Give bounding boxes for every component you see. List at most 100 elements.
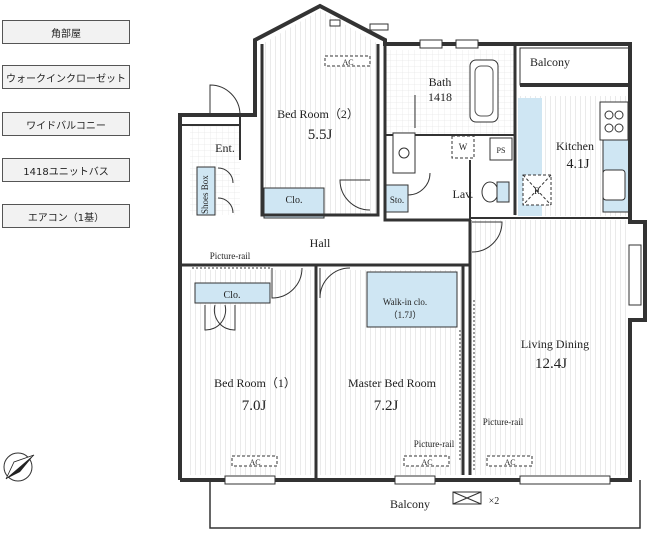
ac-unit-bedroom2 (324, 55, 371, 67)
shoes-box-doors (217, 167, 234, 214)
bedroom1-door-swing (271, 267, 303, 299)
toilet-tank (496, 181, 510, 203)
window-living-bay (628, 244, 642, 306)
storage-door-swing (407, 172, 431, 196)
pipe-space-label: PS (497, 146, 506, 155)
ac-label-master: AC (421, 458, 432, 467)
balcony-top-outline (519, 47, 631, 86)
exterior-wall-right (180, 85, 647, 482)
ac-label-bedroom1: AC (249, 458, 260, 467)
window-bath-2 (455, 39, 479, 49)
room-labels: Bed Room（2） 5.5J Bath 1418 Balcony Kitch… (200, 55, 594, 511)
window-master (394, 475, 436, 485)
master-door-swing (319, 267, 351, 299)
door-swings (204, 84, 503, 331)
window-bath-1 (419, 39, 443, 49)
closet2-label: Clo. (286, 195, 303, 206)
washbasin (392, 132, 416, 174)
picture-rail-master-label: Picture-rail (414, 439, 455, 449)
bath-size: 1418 (428, 90, 452, 104)
ac-unit-master (403, 455, 450, 467)
bedroom2-door-swing (339, 179, 371, 211)
washer-space (451, 135, 475, 159)
window-bedroom1 (224, 475, 276, 485)
fridge-label: R (534, 186, 540, 196)
lavatory-label: Lav. (453, 187, 474, 201)
fridge-diag-2 (522, 174, 552, 206)
balcony-top-label: Balcony (530, 55, 570, 69)
balcony-units-label: ×2 (489, 496, 500, 507)
living-door-swing (471, 221, 503, 253)
windows (224, 19, 642, 485)
living-floor (470, 220, 627, 475)
bedroom2-name: Bed Room（2） (277, 107, 359, 121)
window-living (519, 475, 611, 485)
bedroom2-wall (260, 44, 380, 217)
walls (178, 3, 647, 529)
burner-4 (614, 123, 624, 133)
shoes-box-label: Shoes Box (200, 175, 210, 214)
balcony-bottom-outline (209, 480, 641, 529)
ac-units (231, 55, 533, 467)
walkin-name: Walk-in clo. (383, 297, 427, 307)
burner-3 (604, 123, 614, 133)
cooktop (599, 101, 629, 141)
window-bedroom2-top (329, 19, 341, 27)
ac-label-living: AC (504, 458, 515, 467)
floor-fills (190, 10, 630, 475)
master-size: 7.2J (374, 398, 399, 414)
closet1-doors (204, 304, 236, 331)
bathtub-inner (474, 65, 494, 117)
fixture-labels: AC AC AC AC W PS R (249, 58, 540, 467)
feature-walkin-closet: ウォークインクローゼット (2, 65, 130, 89)
storage-blocks (194, 98, 630, 328)
kitchen-sink (602, 169, 626, 201)
outdoor-unit-diag-2 (452, 491, 482, 505)
bath-fixtures (392, 59, 513, 203)
bedroom1-floor (190, 270, 315, 475)
feature-corner-room: 角部屋 (2, 20, 130, 44)
toilet-bowl (481, 181, 499, 203)
living-size: 12.4J (535, 356, 567, 372)
closet1-label: Clo. (224, 290, 241, 301)
washer-label: W (459, 142, 468, 152)
bath-name: Bath (429, 75, 452, 89)
bath-wall (383, 44, 470, 222)
burner-1 (604, 110, 614, 120)
walkin-block (366, 271, 458, 328)
picture-rails (192, 267, 475, 470)
bathtub (469, 59, 499, 123)
feature-wide-balcony: ワイドバルコニー (2, 112, 130, 136)
ac-unit-living (486, 455, 533, 467)
master-name: Master Bed Room (348, 376, 437, 390)
picture-rail-living-label: Picture-rail (483, 417, 524, 427)
kitchen-size: 4.1J (567, 157, 591, 172)
entrance-label: Ent. (215, 141, 235, 155)
picture-rail-hall-label: Picture-rail (210, 251, 251, 261)
living-name: Living Dining (521, 337, 589, 351)
washbasin-bowl (398, 147, 410, 159)
ac-unit-bedroom1 (231, 455, 278, 467)
walkin-size: （1.7J） (389, 310, 422, 320)
storage-label: Sto. (390, 195, 404, 205)
outdoor-units (452, 491, 482, 505)
balcony-bottom-label: Balcony (390, 497, 430, 511)
pipe-space (489, 137, 513, 161)
window-bedroom2-right (369, 23, 389, 31)
kitchen-name: Kitchen (556, 139, 594, 153)
shoes-box-block (196, 166, 216, 216)
ac-label-bedroom2: AC (342, 58, 353, 67)
hall-label: Hall (310, 236, 331, 250)
burner-2 (614, 110, 624, 120)
bedroom1-name: Bed Room（1） (214, 376, 296, 390)
closet1-block (194, 282, 271, 304)
bedroom2-size: 5.5J (308, 127, 333, 143)
bedroom1-size: 7.0J (242, 398, 267, 414)
closet2-block (263, 187, 325, 219)
entrance-door-swing (209, 84, 241, 116)
compass-icon (3, 452, 35, 482)
feature-air-conditioner: エアコン（1基） (2, 204, 130, 228)
kitchen-fixtures (522, 101, 629, 206)
feature-unit-bath: 1418ユニットバス (2, 158, 130, 182)
